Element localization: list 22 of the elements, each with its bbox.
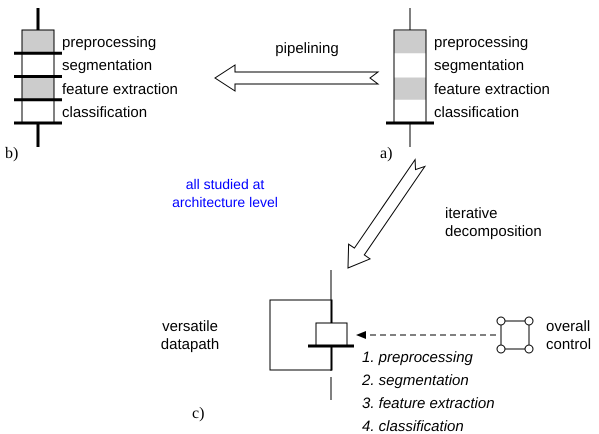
note: all studied at architecture level xyxy=(171,175,279,211)
step-item: 1. preprocessing xyxy=(362,349,473,367)
stage-label: feature extraction xyxy=(434,80,550,99)
panel-letter: b) xyxy=(5,145,18,163)
hollow-arrow xyxy=(214,64,380,92)
hollow-arrow xyxy=(347,158,426,269)
panel-letter: c) xyxy=(192,405,204,423)
node-label: overall control xyxy=(546,318,592,354)
stage-label: segmentation xyxy=(62,57,152,76)
edge-label: iterative decomposition xyxy=(445,205,543,241)
stage-label: classification xyxy=(434,104,520,122)
node-label: versatile datapath xyxy=(160,318,220,354)
step-item: 2. segmentation xyxy=(362,372,469,390)
stage-label: feature extraction xyxy=(62,80,178,99)
edge-label: pipelining xyxy=(274,40,340,58)
step-item: 3. feature extraction xyxy=(362,395,495,413)
stage-label: preprocessing xyxy=(62,34,156,52)
stage-label: segmentation xyxy=(434,57,524,76)
stage-label: classification xyxy=(62,104,148,122)
stage-label: preprocessing xyxy=(434,34,528,52)
step-item: 4. classification xyxy=(362,418,464,434)
panel-letter: a) xyxy=(380,145,392,163)
